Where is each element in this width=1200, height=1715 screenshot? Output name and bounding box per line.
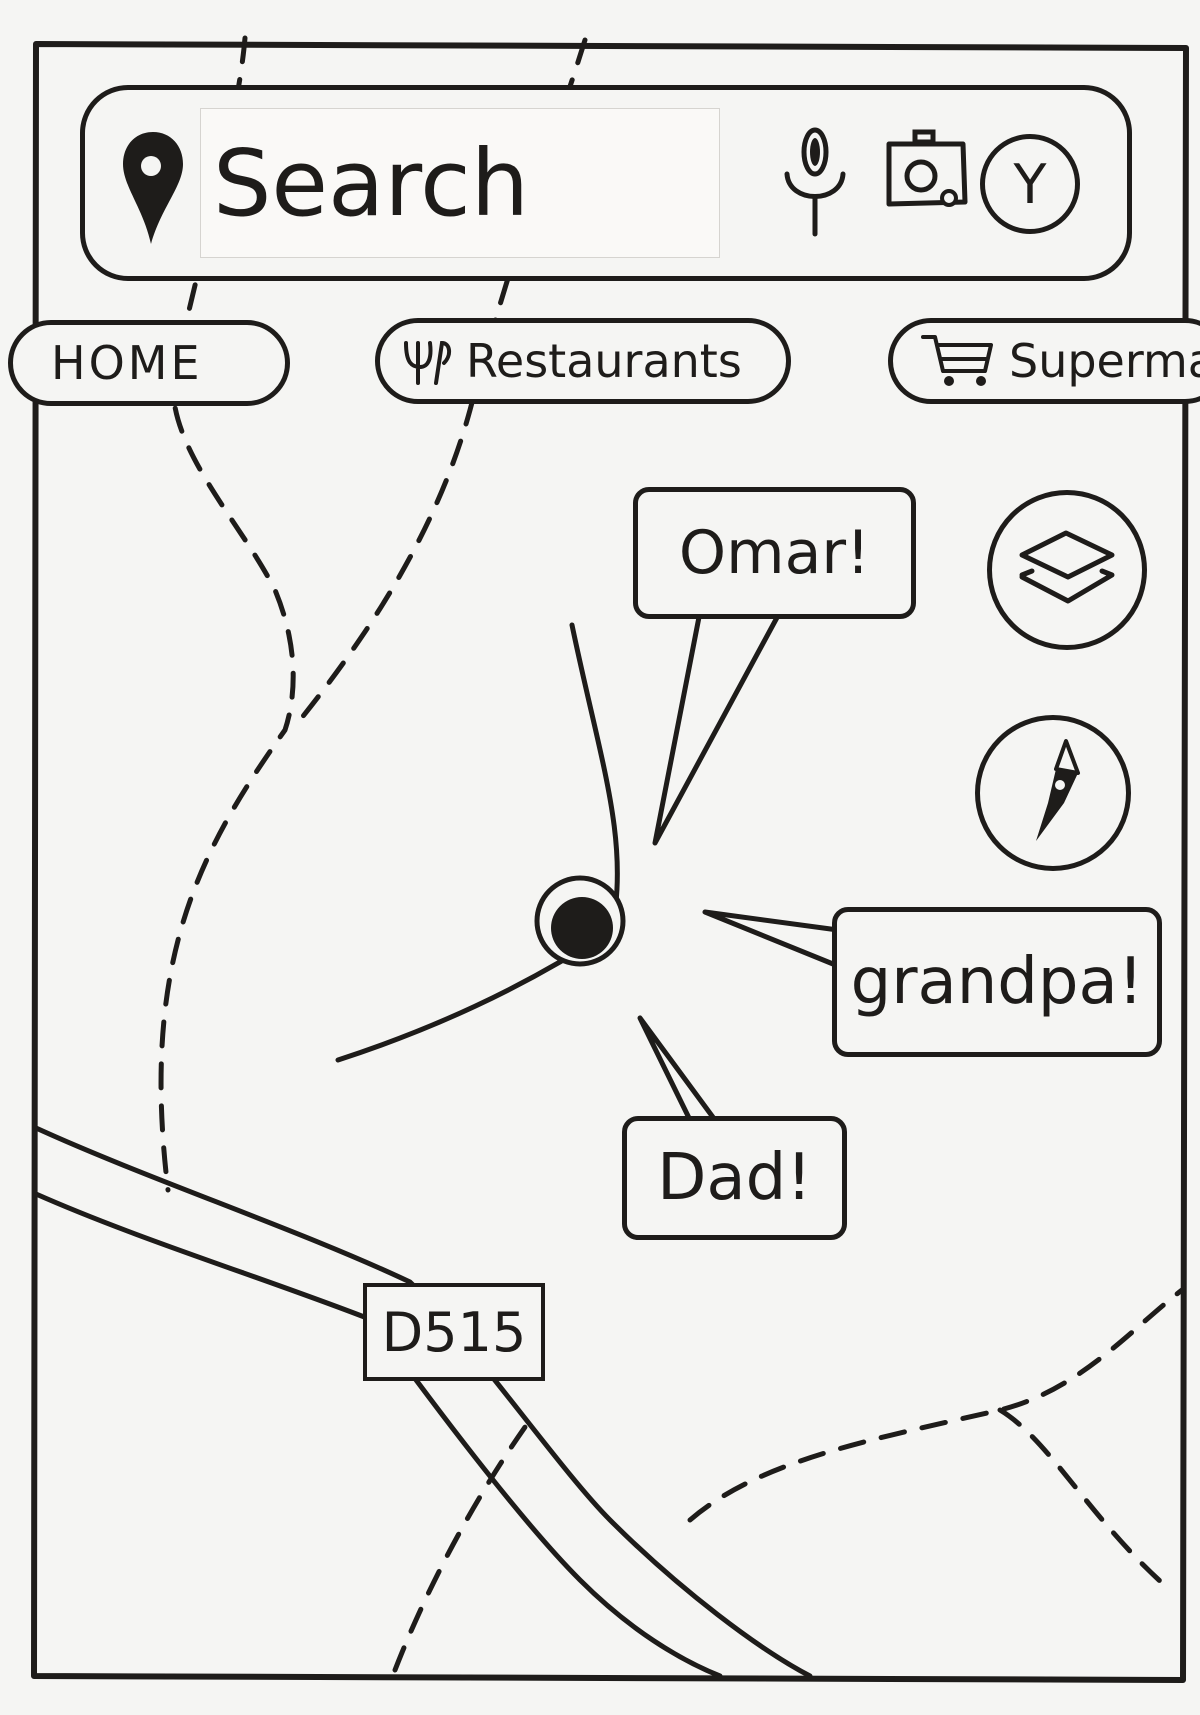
friend-bubble-label: grandpa! — [850, 945, 1144, 1019]
camera-icon[interactable] — [875, 118, 975, 218]
screen-frame — [31, 41, 1189, 1683]
chip-home-label: HOME — [51, 336, 203, 390]
friend-bubble-label: Dad! — [657, 1141, 812, 1215]
fork-knife-icon — [404, 340, 451, 385]
friend-bubble-grandpa[interactable]: grandpa! — [832, 907, 1162, 1057]
chip-home[interactable]: HOME — [8, 320, 290, 406]
current-location-icon — [534, 875, 626, 967]
map-pin-icon — [123, 132, 183, 244]
road-label-text: D515 — [381, 1300, 527, 1364]
bubble-dad-tail — [637, 1015, 718, 1123]
friend-bubble-omar[interactable]: Omar! — [633, 487, 916, 619]
layers-icon — [1019, 530, 1115, 604]
layers-button[interactable] — [987, 490, 1147, 650]
chip-supermarkets-label: Supermarkets — [1009, 334, 1200, 388]
compass-button[interactable] — [975, 715, 1131, 871]
microphone-icon[interactable] — [775, 118, 855, 238]
chip-supermarkets[interactable]: Supermarkets — [888, 318, 1200, 404]
map-path-d — [997, 1407, 1173, 1593]
chip-restaurants[interactable]: Restaurants — [375, 318, 791, 404]
road-label: D515 — [363, 1283, 545, 1381]
cart-icon — [921, 335, 993, 386]
view-cone — [335, 622, 620, 1063]
bubble-omar-tail — [652, 609, 783, 846]
avatar-initial: Y — [1013, 152, 1047, 216]
search-bar: Y — [80, 85, 1132, 281]
road-edge-bottom — [33, 1191, 723, 1679]
bubble-grandpa-tail — [702, 909, 841, 969]
map-path-e — [392, 1417, 533, 1673]
compass-icon — [1036, 739, 1080, 841]
chip-restaurants-label: Restaurants — [466, 334, 742, 388]
search-input[interactable] — [200, 108, 720, 258]
friend-bubble-dad[interactable]: Dad! — [622, 1116, 847, 1240]
map-path-c — [687, 1287, 1185, 1523]
friend-bubble-label: Omar! — [678, 518, 871, 588]
avatar[interactable]: Y — [980, 134, 1080, 234]
